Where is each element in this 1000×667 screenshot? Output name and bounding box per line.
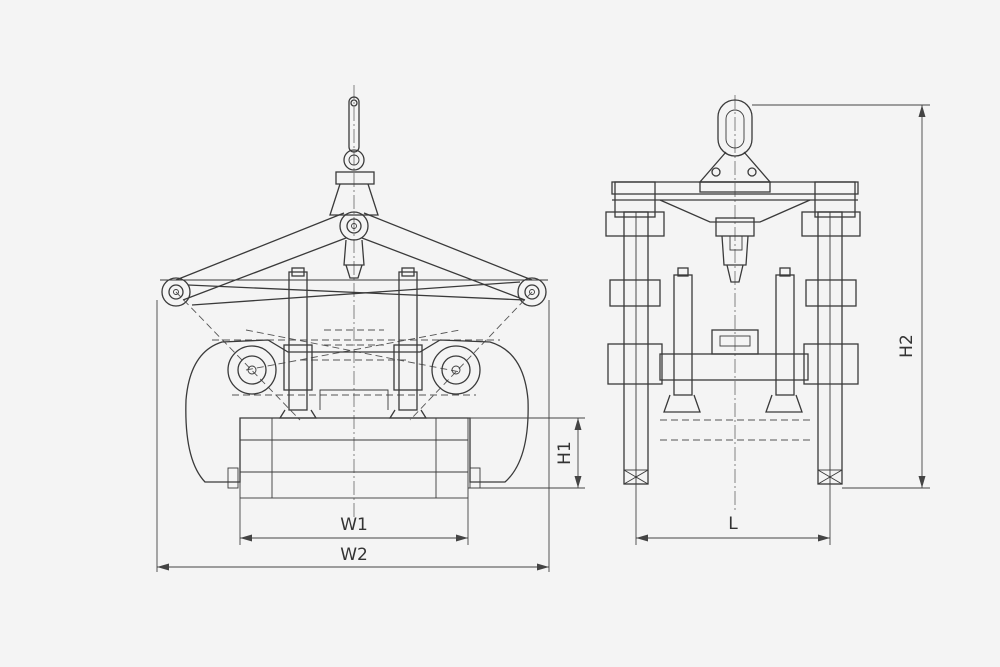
right-column (801, 211, 861, 485)
hanging-eye (329, 96, 379, 216)
cross-beam (659, 329, 810, 441)
dimension-w2: W2 (157, 545, 549, 571)
dimension-w1: W1 (240, 515, 468, 542)
left-column (605, 211, 665, 485)
vertical-rods (278, 267, 428, 419)
label-h2: H2 (897, 334, 917, 358)
dimension-h1: H1 (555, 418, 582, 488)
label-l: L (728, 514, 738, 534)
upper-pivot (339, 211, 369, 279)
dimension-h2: H2 (897, 105, 926, 488)
label-h1: H1 (555, 441, 575, 465)
scissor-arms (160, 212, 548, 307)
load-block (239, 417, 469, 499)
inner-rods (663, 267, 803, 413)
side-view: L H2 (605, 95, 930, 545)
dimension-l: L (636, 514, 830, 542)
jaw-housing (185, 339, 529, 489)
front-view: W1 W2 H1 (156, 85, 585, 572)
label-w2: W2 (340, 545, 368, 565)
construction-lines (175, 291, 533, 421)
label-w1: W1 (340, 515, 368, 535)
top-frame (611, 181, 859, 283)
